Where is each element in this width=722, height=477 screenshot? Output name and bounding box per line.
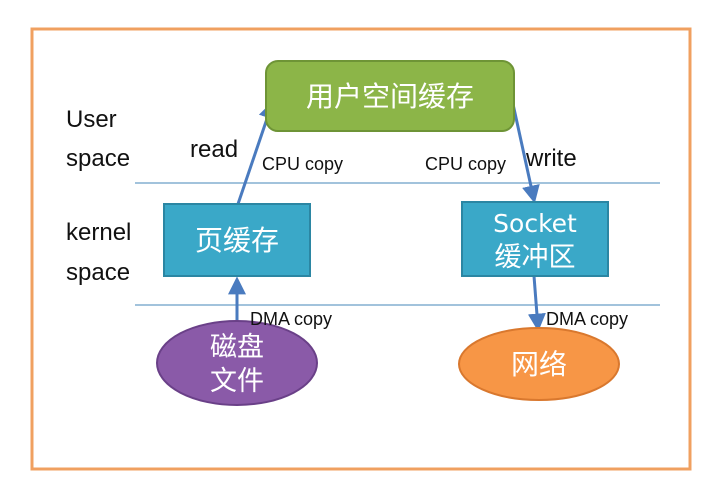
socket-buffer-label-line2: 缓冲区 (495, 242, 576, 273)
network-label: 网络 (511, 348, 567, 381)
cpu-copy-right-label: CPU copy (425, 154, 506, 174)
user-buffer-box (265, 60, 515, 132)
disk-file-label-line1: 磁盘 (210, 332, 264, 363)
user-space-label-line2: space (66, 145, 130, 172)
read-label: read (190, 136, 238, 163)
cpu-copy-left-label: CPU copy (262, 154, 343, 174)
page-cache-label: 页缓存 (195, 224, 279, 257)
page-cache-box (163, 203, 311, 277)
socket-buffer-box (461, 201, 609, 277)
write-arrow (511, 103, 540, 204)
disk-file-label-line2: 文件 (210, 366, 264, 397)
user-space-label-line1: User (66, 106, 117, 133)
dma-copy-right-label: DMA copy (546, 309, 628, 329)
user-buffer-label: 用户空间缓存 (306, 80, 474, 113)
network-ellipse (458, 327, 620, 401)
kernel-space-label-line1: kernel (66, 219, 131, 246)
dma-copy-left-label: DMA copy (250, 309, 332, 329)
write-label: write (525, 145, 577, 172)
dma-write-arrow (527, 275, 546, 332)
socket-buffer-label-line1: Socket (493, 209, 577, 238)
kernel-space-label-line2: space (66, 259, 130, 286)
disk-file-ellipse (156, 320, 318, 406)
